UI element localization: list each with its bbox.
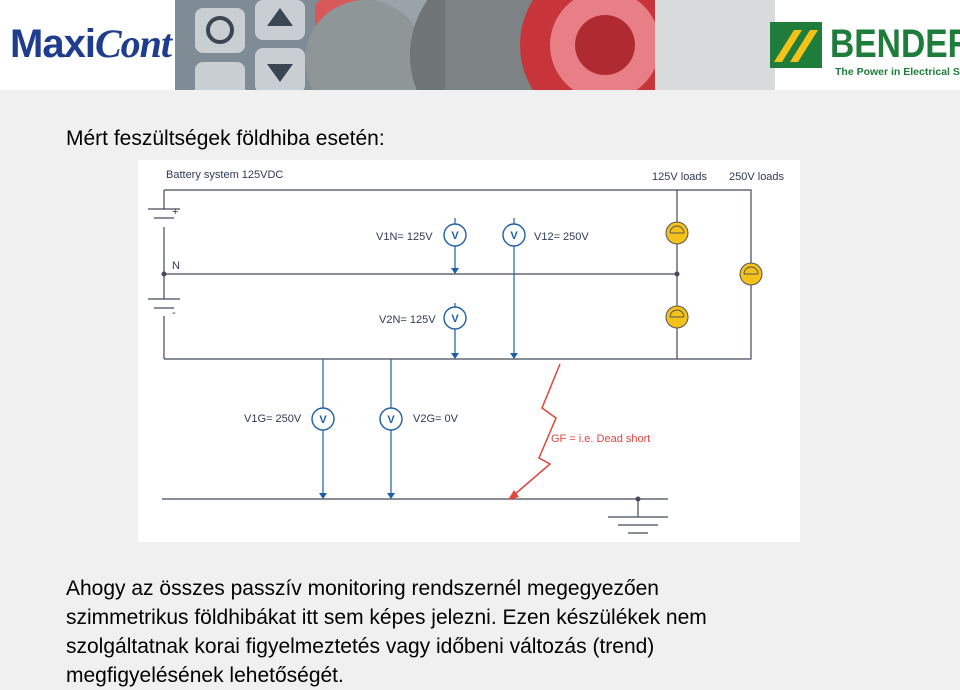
- ground-symbol-icon: [608, 499, 668, 534]
- circuit-diagram: V V V V V Battery system 125VDC + N - 12…: [138, 160, 800, 542]
- load-125v-label: 125V loads: [652, 171, 708, 183]
- lamp-icons: [665, 221, 763, 329]
- header-bar: MaxiCont BENDER The Power in Electrical …: [0, 0, 960, 90]
- maxicont-logo: MaxiCont: [10, 21, 172, 66]
- meter-v2n-symbol: V: [451, 313, 459, 325]
- meter-v12-symbol: V: [510, 230, 518, 242]
- battery-system-label: Battery system 125VDC: [166, 169, 283, 181]
- meter-v12-label: V12= 250V: [534, 231, 589, 243]
- meter-v1n: [311, 223, 526, 431]
- ground-fault-bolt-icon: [513, 363, 561, 496]
- meter-v2g-symbol: V: [387, 414, 395, 426]
- meter-v1n-label: V1N= 125V: [376, 231, 433, 243]
- slide-title: Mért feszültségek földhiba esetén:: [66, 127, 385, 150]
- body-line: megfigyelésének lehetőségét.: [66, 664, 344, 687]
- battery-cells: [148, 208, 180, 309]
- meter-v1g-symbol: V: [319, 414, 327, 426]
- meter-arrows: [319, 268, 518, 499]
- bender-tagline: The Power in Electrical Safety®: [835, 66, 960, 78]
- body-paragraph: Ahogy az összes passzív monitoring rends…: [66, 574, 946, 690]
- header-banner-image: [175, 0, 775, 90]
- minus-label: -: [172, 307, 176, 319]
- neutral-label: N: [172, 260, 180, 272]
- meter-v2n-label: V2N= 125V: [379, 314, 436, 326]
- meter-v1g-label: V1G= 250V: [244, 413, 302, 425]
- bender-logo: BENDER: [830, 22, 960, 66]
- plus-label: +: [172, 206, 178, 218]
- body-line: szolgáltatnak korai figyelmeztetés vagy …: [66, 635, 655, 658]
- neutral-node: [161, 271, 167, 277]
- load-250v-label: 250V loads: [729, 171, 785, 183]
- load-node: [674, 271, 680, 277]
- meter-v1n-symbol: V: [451, 230, 459, 242]
- meter-v2g-label: V2G= 0V: [413, 413, 459, 425]
- fault-label: GF = i.e. Dead short: [551, 433, 650, 445]
- body-line: szimmetrikus földhibákat itt sem képes j…: [66, 606, 707, 629]
- bender-mark-icon: [770, 22, 822, 68]
- body-line: Ahogy az összes passzív monitoring rends…: [66, 577, 659, 600]
